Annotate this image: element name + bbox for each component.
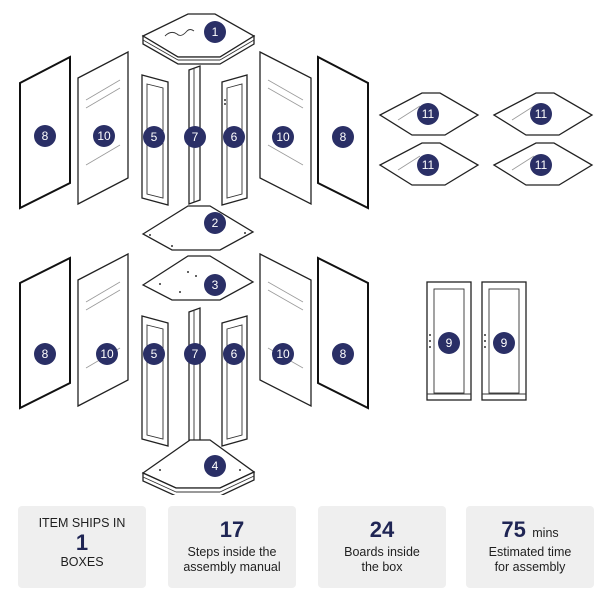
part-10-glass-panel-upper-left: 10	[77, 50, 129, 206]
part-11-glass-shelf-2: 11	[492, 92, 594, 136]
ships-line1: ITEM SHIPS IN	[38, 516, 126, 530]
time-line2: for assembly	[494, 560, 566, 574]
part-5-side-frame-lower-left: 5	[141, 315, 169, 447]
badge-9-label: 9	[446, 336, 453, 350]
badge-8-label: 8	[340, 347, 347, 361]
part-2-shelf: 2	[141, 205, 255, 251]
part-10-glass-panel-lower-right: 10	[259, 252, 312, 408]
badge-11-label: 11	[422, 158, 435, 172]
info-card-ships: ITEM SHIPS IN 1 BOXES	[18, 506, 146, 588]
part-1-top-cap: 1	[141, 13, 256, 65]
boards-value: 24	[369, 517, 395, 542]
badge-11-label: 11	[535, 158, 548, 172]
part-7-center-post-lower: 7	[184, 307, 206, 447]
badge-10-label: 10	[276, 130, 290, 144]
badge-1	[204, 21, 226, 43]
badge-9-label: 9	[501, 336, 508, 350]
badge-3-label: 3	[212, 278, 219, 292]
part-11-glass-shelf-4: 11	[492, 142, 594, 186]
info-cards-row: ITEM SHIPS IN 1 BOXES 17 Steps inside th…	[0, 506, 612, 590]
time-unit: mins	[532, 526, 559, 540]
exploded-assembly-diagram: 1 8 10 5 7 6	[19, 13, 594, 495]
badge-1-label: 1	[212, 25, 219, 39]
badge-5-label: 5	[151, 130, 158, 144]
part-10-glass-panel-upper-right: 10	[259, 50, 312, 206]
badge-6-label: 6	[231, 130, 238, 144]
part-11-glass-shelf-3: 11	[378, 142, 480, 186]
part-11-glass-shelf-1: 11	[378, 92, 480, 136]
boards-line1: Boards inside	[344, 545, 420, 559]
info-card-steps: 17 Steps inside the assembly manual	[168, 506, 296, 588]
time-line1: Estimated time	[488, 545, 572, 559]
ships-value: 1	[75, 530, 89, 555]
info-card-time: 75 mins Estimated time for assembly	[466, 506, 594, 588]
part-8-back-panel-upper-right: 8	[317, 55, 369, 210]
part-5-side-frame-upper-left: 5	[141, 74, 169, 206]
badge-6-label: 6	[231, 347, 238, 361]
steps-line2: assembly manual	[183, 560, 281, 574]
badge-4-label: 4	[212, 459, 219, 473]
badge-2-label: 2	[212, 216, 219, 230]
time-value: 75	[501, 517, 526, 542]
badge-10-label: 10	[97, 129, 111, 143]
part-6-side-frame-lower-right: 6	[221, 315, 248, 447]
boards-line2: the box	[361, 560, 403, 574]
badge-8-label: 8	[42, 347, 49, 361]
badge-10-label: 10	[100, 347, 114, 361]
badge-11-label: 11	[535, 107, 548, 121]
badge-8-label: 8	[42, 129, 49, 143]
part-9-door-right: 9	[481, 281, 527, 401]
badge-8-label: 8	[340, 130, 347, 144]
steps-value: 17	[219, 517, 245, 542]
part-7-center-post-upper: 7	[184, 65, 206, 205]
part-9-door-left: 9	[426, 281, 472, 401]
badge-7-label: 7	[192, 130, 199, 144]
badge-5-label: 5	[151, 347, 158, 361]
part-10-glass-panel-lower-left: 10	[77, 252, 129, 408]
ships-line2: BOXES	[60, 555, 104, 569]
part-6-side-frame-upper-right: 6	[221, 74, 248, 206]
part-3-shelf: 3	[141, 255, 255, 301]
part-4-base: 4	[141, 439, 256, 495]
part-8-back-panel-lower-right: 8	[317, 256, 369, 410]
steps-line1: Steps inside the	[187, 545, 277, 559]
badge-10-label: 10	[276, 347, 290, 361]
badge-7-label: 7	[192, 347, 199, 361]
part-8-back-panel-upper-left: 8	[19, 55, 71, 210]
info-card-boards: 24 Boards inside the box	[318, 506, 446, 588]
badge-11-label: 11	[422, 107, 435, 121]
part-8-back-panel-lower-left: 8	[19, 256, 71, 410]
